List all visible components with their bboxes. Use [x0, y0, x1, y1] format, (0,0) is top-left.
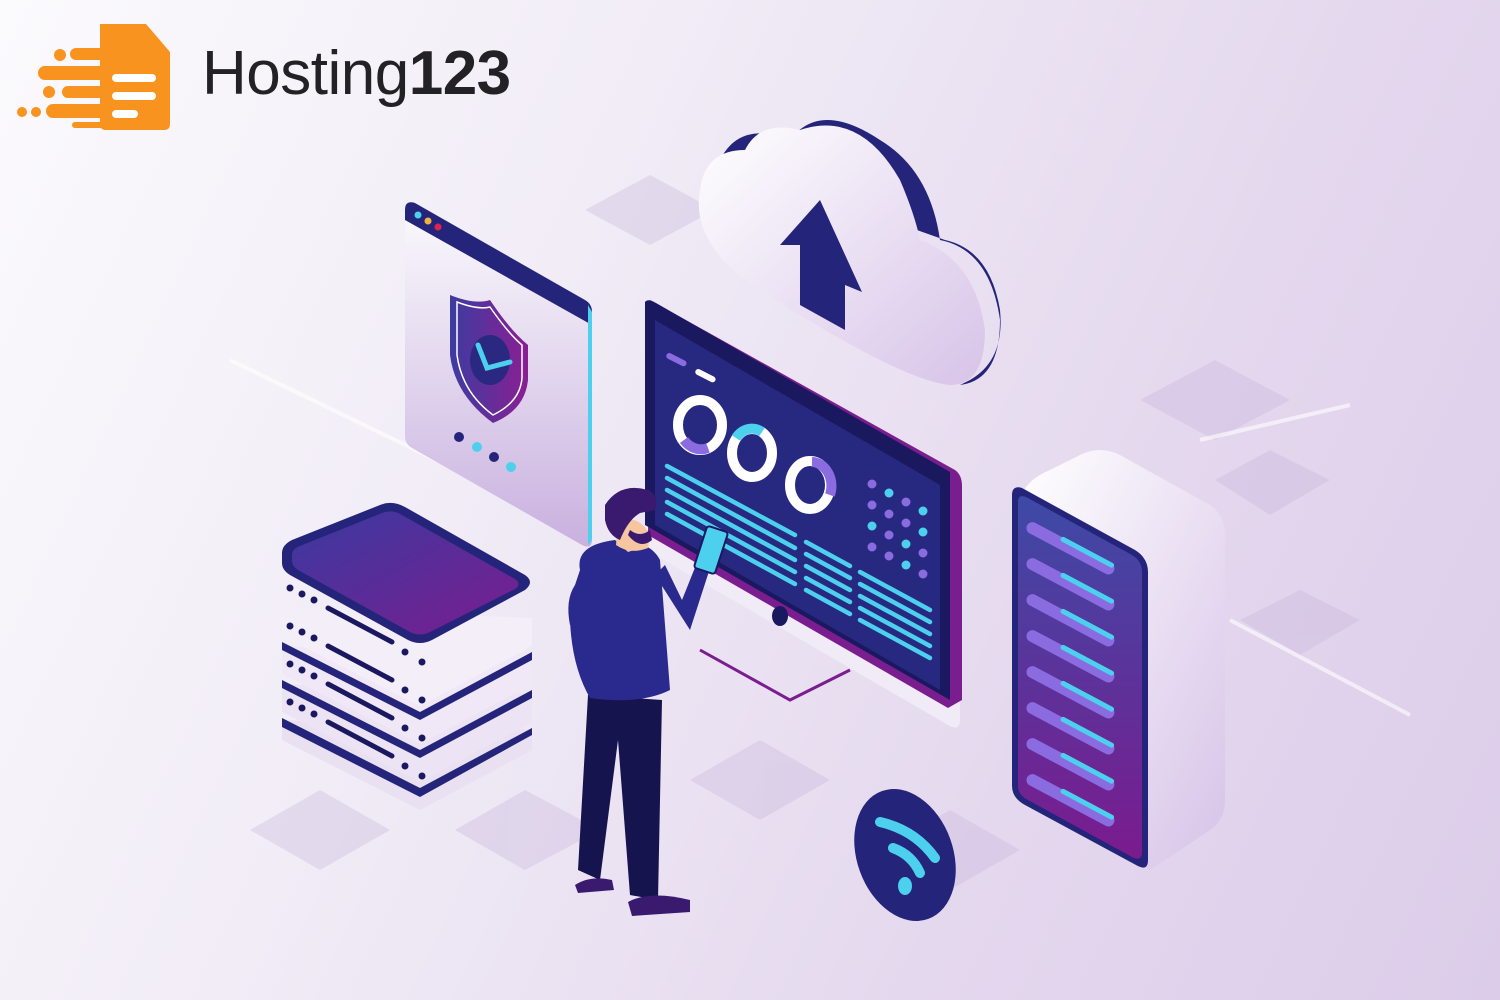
- brand-name-regular: Hosting: [202, 39, 409, 108]
- server-stack: [282, 502, 532, 810]
- brand-name-bold: 123: [408, 39, 511, 108]
- wifi-icon: [854, 789, 956, 921]
- server-rack-tower: [1012, 450, 1225, 870]
- rack-slots: [1026, 522, 1115, 827]
- dashboard-lines: [664, 463, 933, 661]
- donut-charts: [673, 395, 837, 514]
- speed-server-logo-icon: [17, 24, 170, 130]
- brand-logo[interactable]: Hosting123: [8, 18, 511, 130]
- shield-check-icon: [450, 295, 528, 423]
- security-browser-window: [405, 202, 592, 547]
- cloud-upload-icon: [698, 120, 1001, 386]
- person-with-phone: [568, 487, 729, 916]
- brand-name: Hosting123: [202, 43, 511, 105]
- monitor-dashboard: [645, 300, 962, 728]
- dot-grid: [867, 479, 928, 579]
